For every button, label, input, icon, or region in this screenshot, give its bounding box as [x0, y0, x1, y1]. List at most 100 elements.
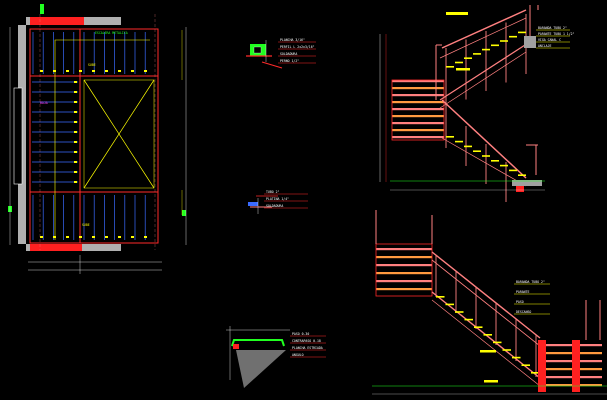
callout-label: VIGA CANAL C [538, 38, 561, 42]
plan-beam-top [30, 17, 84, 25]
elev1-label-block [446, 12, 468, 15]
elev-step [455, 61, 463, 64]
callout-label: BARANDA TUBO 2" [516, 280, 545, 284]
plan-tread-mark [79, 236, 82, 238]
plan-beam-bottom [30, 244, 82, 251]
callout-label: BARANDA TUBO 2" [538, 26, 567, 30]
connection-detail-1: PLANCHA 3/16"PERFIL L 2x2x3/16"SOLDADURA… [246, 38, 316, 69]
elev1-landing-rails [391, 79, 445, 141]
landing-rail-bar [392, 101, 444, 104]
plan-tread-mark [74, 161, 77, 163]
callout-label: PASO 0.30 [292, 332, 309, 336]
plan-tread-mark [118, 70, 121, 72]
plan-tread-mark [40, 236, 43, 238]
landing-rail-bar [540, 384, 602, 387]
plan-tag-c: SUBE [82, 223, 90, 227]
plan-tread-mark [131, 70, 134, 72]
landing-rail-bar [392, 122, 444, 125]
elev-step [436, 296, 445, 298]
elev-step [474, 326, 483, 328]
landing-rail-bar [392, 115, 444, 118]
landing-rail-bar [392, 80, 444, 83]
landing-rail-bar [376, 248, 432, 251]
elev-step [446, 136, 454, 138]
elev-step [482, 48, 490, 51]
landing-rail-bar [392, 94, 444, 97]
plan-tread-mark [105, 236, 108, 238]
elev-step [455, 311, 464, 313]
elev-step [473, 150, 481, 152]
elev-step [445, 303, 454, 306]
landing-frame [375, 243, 433, 297]
callout-label: TUBO 2" [266, 190, 280, 194]
plan-tread-mark [105, 70, 108, 72]
elev1-upper-stringer [441, 9, 527, 49]
landing-rail-bar [392, 87, 444, 90]
landing-rail-bar [392, 108, 444, 111]
callout-label: SOLDADURA [266, 204, 283, 208]
landing-rail-bar [392, 129, 444, 132]
callout-label: SOLDADURA [280, 52, 297, 56]
landing-rail-bar [392, 136, 444, 139]
elev-step [473, 53, 481, 55]
plan-tread-mark [53, 70, 56, 72]
elev-step [531, 372, 540, 374]
elev-step [518, 31, 526, 34]
connection-detail-2: TUBO 2"PLATINA 1/4"SOLDADURA [248, 190, 308, 214]
plan-tread-mark [74, 91, 77, 93]
elev-step [464, 318, 473, 321]
plan-tread-mark [144, 236, 147, 238]
elev-step [493, 341, 502, 344]
detail2-callouts: TUBO 2"PLATINA 1/4"SOLDADURA [264, 190, 308, 209]
landing-rail-bar [540, 344, 602, 347]
landing-rail-bar [376, 288, 432, 291]
elev-step [491, 44, 499, 47]
plan-tread-mark [40, 70, 43, 72]
plan-tread-mark [74, 131, 77, 133]
elev2-steps [436, 296, 540, 374]
landing-rail-bar [540, 352, 602, 355]
elev-step [518, 174, 526, 176]
elev2-landing-left-rails [375, 243, 433, 297]
plan-walkline [54, 39, 150, 240]
plan-tread-mark [74, 181, 77, 183]
callout-label: PARANTE TUBO 1 1/2" [538, 32, 575, 36]
plan-tread-mark [92, 70, 95, 72]
elev-step [521, 364, 530, 366]
elev-step [464, 145, 472, 148]
detail3-stringer [236, 350, 286, 388]
plan-tread-mark [74, 141, 77, 143]
plan-frame [29, 28, 159, 244]
elev-step [482, 155, 490, 157]
elev-step [455, 140, 463, 143]
plan-tread-mark [79, 70, 82, 72]
callout-label: PERFIL L 2x2x3/16" [280, 45, 315, 49]
elev-step [502, 349, 511, 351]
elev1-steps [446, 31, 526, 176]
plan-tread-mark [66, 70, 69, 72]
landing-rail-bar [376, 272, 432, 275]
stair-elevation-1: BARANDA TUBO 2" PARANTE TUBO 1 1/2" VIGA C… [379, 5, 575, 202]
elev-step [464, 57, 472, 59]
callout-label: PERNO 1/2" [280, 59, 299, 63]
landing-rail-bar [376, 264, 432, 267]
elev-step [446, 66, 454, 68]
elev2-posts [435, 255, 537, 377]
plan-axis-marker-right [182, 210, 186, 216]
plan-treads-bottom [32, 195, 147, 240]
plan-tag-a: SUBE [88, 63, 96, 67]
elev-step [509, 35, 517, 38]
callout-label: DESCANSO [516, 310, 531, 314]
elev2-upper-rail [431, 251, 541, 339]
elev-step [500, 40, 508, 42]
elev1-lower-stringer [441, 99, 527, 179]
elev-step [509, 169, 517, 172]
plan-tread-mark [74, 111, 77, 113]
landing-rail-bar [376, 256, 432, 259]
plan-tread-mark [74, 81, 77, 83]
plan-tread-mark [144, 70, 147, 72]
